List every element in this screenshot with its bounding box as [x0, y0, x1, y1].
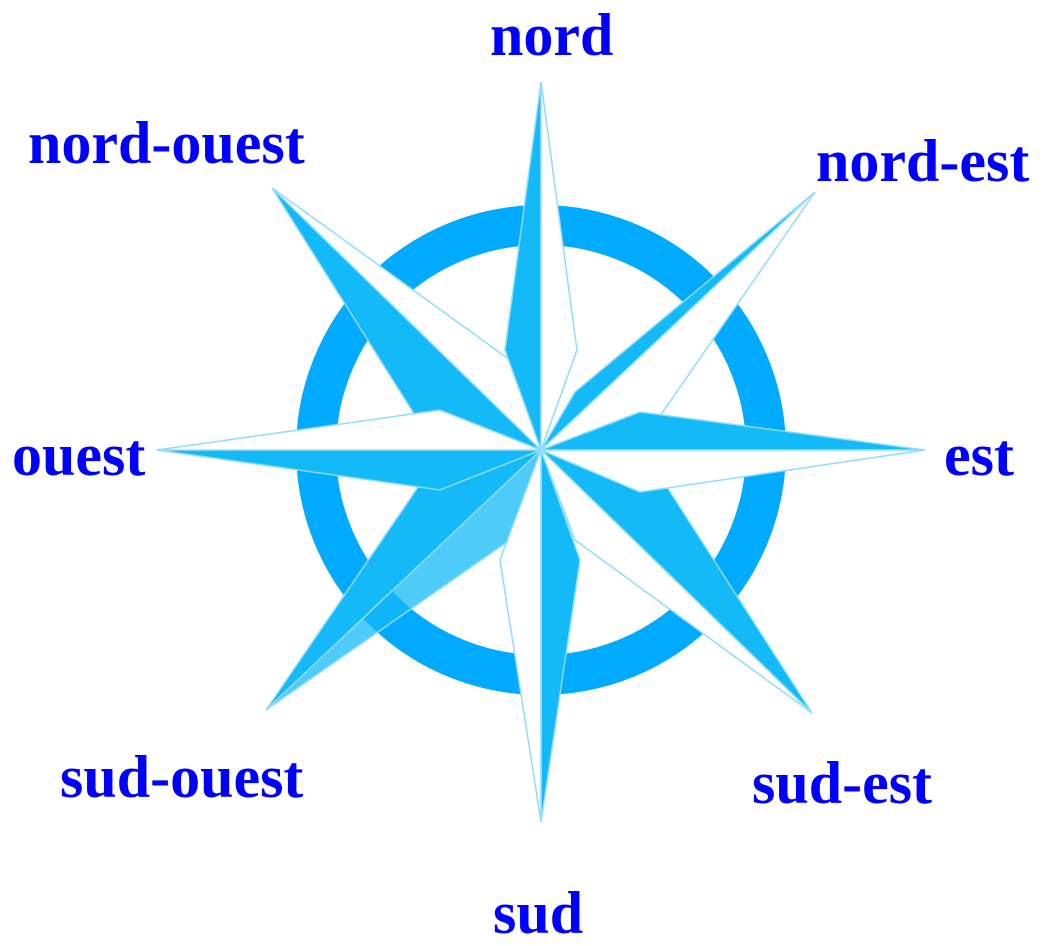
label-north: nord [490, 5, 613, 65]
label-northeast: nord-est [816, 131, 1029, 191]
label-east: est [944, 425, 1014, 485]
point-north-light [541, 82, 577, 450]
label-southeast: sud-est [752, 753, 932, 813]
label-south: sud [493, 883, 583, 943]
label-northwest: nord-ouest [28, 113, 305, 173]
label-west: ouest [12, 425, 145, 485]
label-southwest: sud-ouest [60, 747, 303, 807]
